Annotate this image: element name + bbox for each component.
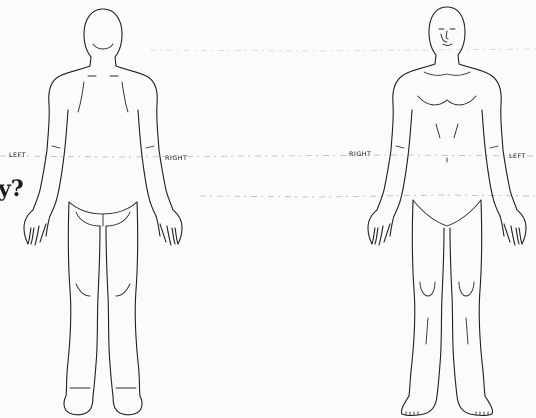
back-view-figure[interactable] [0,0,230,418]
front-view-right-label: RIGHT [349,151,371,158]
back-view-right-label: RIGHT [165,155,187,162]
front-view-left-label: LEFT [509,153,526,160]
back-view-left-label: LEFT [9,152,26,159]
cropped-question-text: y? [0,178,24,200]
front-view-figure[interactable] [320,0,536,418]
